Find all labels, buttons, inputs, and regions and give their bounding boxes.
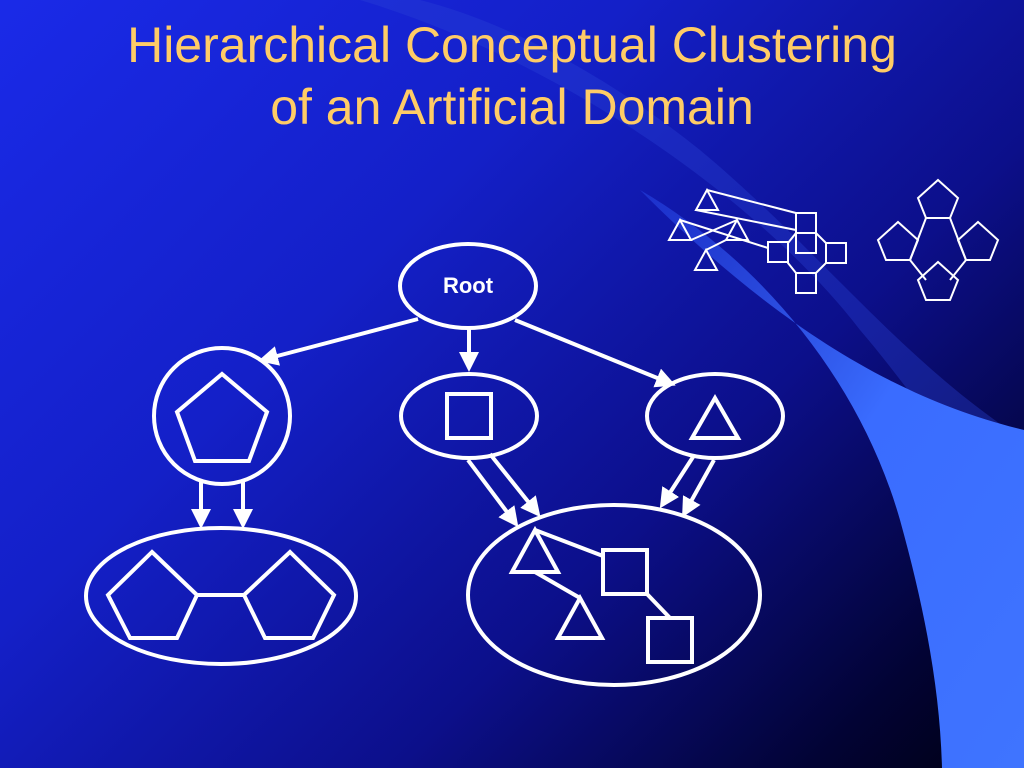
structure-link-1 <box>534 528 604 558</box>
square-node <box>399 372 539 460</box>
square-shape <box>445 392 493 440</box>
triangle-node <box>645 372 785 460</box>
triangle-shape <box>688 393 742 440</box>
edge-square-to-structure-b <box>488 452 541 518</box>
slide-title: Hierarchical Conceptual Clustering of an… <box>0 14 1024 138</box>
structure-square-top <box>601 548 649 596</box>
structure-square-bottom <box>646 616 694 664</box>
edge-triangle-to-structure-a <box>659 455 695 509</box>
title-line-2: of an Artificial Domain <box>270 79 754 135</box>
edge-root-to-pentagon <box>258 317 419 366</box>
pentagon-right-shape <box>241 549 337 640</box>
example-pentagon-structure <box>876 178 1000 301</box>
structure-link-3 <box>645 592 672 620</box>
edge-square-to-structure-a <box>466 458 519 528</box>
structure-link-2 <box>533 570 582 600</box>
root-label: Root <box>443 273 494 298</box>
triangle-square-structure-node <box>466 503 762 687</box>
pentagon-pair-node <box>84 526 358 666</box>
edge-root-to-triangle <box>514 318 676 388</box>
example-triangle-square-structure <box>667 187 847 294</box>
edge-triangle-to-structure-b <box>682 459 716 518</box>
pentagon-node <box>152 346 292 486</box>
title-line-1: Hierarchical Conceptual Clustering <box>127 17 897 73</box>
pentagon-left-shape <box>105 549 200 640</box>
pentagon-shape <box>174 371 270 463</box>
structure-triangle-bottom <box>554 593 606 640</box>
